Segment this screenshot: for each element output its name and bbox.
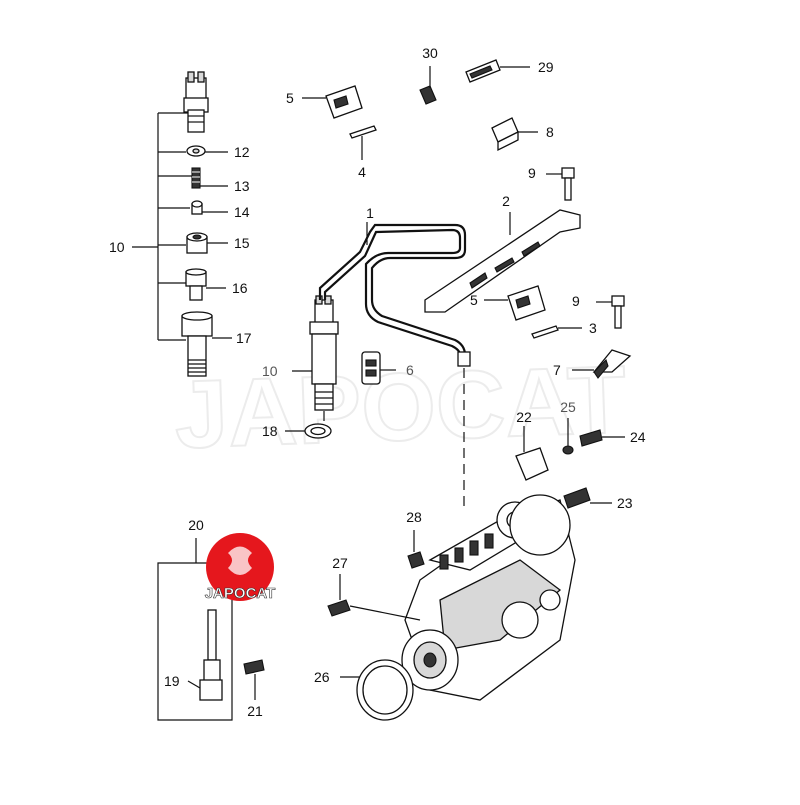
callout-label: 14 [234, 204, 250, 220]
spacer-15 [186, 232, 208, 254]
callout-label: 21 [247, 703, 263, 719]
callout-label: 24 [630, 429, 646, 445]
seal-ring-18 [285, 423, 332, 439]
callout-label: 16 [232, 280, 248, 296]
injection-pipe-1 [318, 222, 471, 367]
callout-label: 2 [502, 193, 510, 209]
nut-28 [407, 530, 425, 569]
callout-label: 10 [262, 363, 278, 379]
callout-label: 9 [528, 165, 536, 181]
callout-labels: 1 2 3 4 5 5 6 7 8 9 9 10 10 12 13 14 15 … [109, 45, 646, 719]
clamp-5-upper [302, 85, 363, 119]
clamp-6 [361, 351, 396, 385]
strip-4 [349, 125, 377, 160]
callout-label: 20 [188, 517, 204, 533]
bolt-24 [579, 429, 625, 447]
nozzle-16 [185, 268, 207, 301]
callout-label: 5 [286, 90, 294, 106]
washer-25 [562, 418, 574, 455]
callout-label: 27 [332, 555, 348, 571]
clip-29 [465, 59, 530, 83]
callout-label: 28 [406, 509, 422, 525]
callout-label: 9 [572, 293, 580, 309]
shim-14 [191, 200, 203, 215]
callout-label: 19 [164, 673, 180, 689]
o-ring-26 [340, 659, 414, 721]
callout-label: 12 [234, 144, 250, 160]
callout-label: 7 [553, 362, 561, 378]
bolt-9-upper [546, 167, 575, 201]
bracket-7 [572, 349, 632, 379]
callout-label: 22 [516, 409, 532, 425]
callout-label: 4 [358, 164, 366, 180]
callout-label: 17 [236, 330, 252, 346]
callout-label: 10 [109, 239, 125, 255]
callout-label: 18 [262, 423, 278, 439]
bolt-27 [327, 574, 421, 621]
injection-pump [401, 494, 576, 701]
callout-label: 30 [422, 45, 438, 61]
strip-3 [531, 325, 582, 339]
bracket-2 [424, 209, 581, 313]
callout-label: 26 [314, 669, 330, 685]
logo-text: JAPOCAT [205, 585, 276, 602]
watermark-text: JAPOCAT [173, 346, 628, 469]
delivery-valves [439, 533, 494, 570]
retaining-nut-17 [181, 311, 213, 377]
plate-8 [491, 117, 538, 152]
injector-holder-top [183, 71, 209, 133]
injector-exploded-view [132, 71, 232, 377]
bolt-23 [563, 487, 612, 509]
injector-assembly [292, 295, 339, 411]
rod-19 [199, 609, 223, 701]
callout-label: 13 [234, 178, 250, 194]
callout-label: 29 [538, 59, 554, 75]
callout-label: 6 [406, 362, 414, 378]
lever-22 [515, 426, 549, 481]
stop-control-assembly [157, 538, 265, 721]
bolt-9-lower [596, 295, 625, 329]
japocat-logo: JAPOCAT [204, 533, 276, 602]
callout-label: 5 [470, 292, 478, 308]
screw-21 [243, 659, 265, 700]
spring-13 [191, 167, 201, 189]
clamp-5-lower [484, 285, 546, 321]
bolt-30 [419, 66, 437, 105]
callout-label: 23 [617, 495, 633, 511]
callout-label: 3 [589, 320, 597, 336]
callout-label: 8 [546, 124, 554, 140]
callout-label: 15 [234, 235, 250, 251]
callout-label: 1 [366, 205, 374, 221]
callout-label: 25 [560, 399, 576, 415]
